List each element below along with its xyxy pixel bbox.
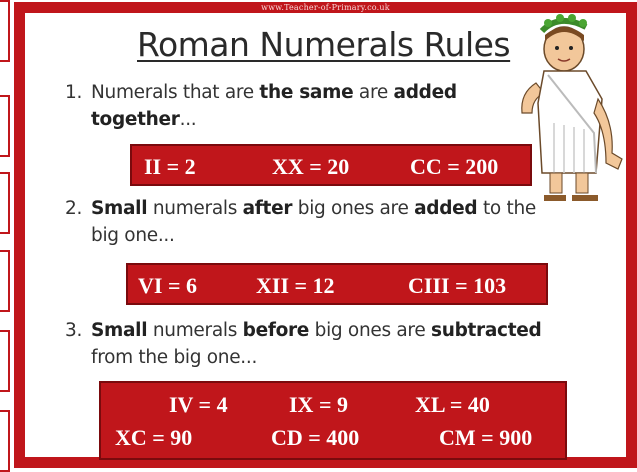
example: XX = 20 — [272, 154, 350, 179]
rule-text: big ones are — [292, 198, 415, 219]
rule-number: 2. — [65, 198, 83, 219]
site-url: www.Teacher-of-Primary.co.uk — [261, 3, 390, 12]
example-box-1: II = 2 XX = 20 CC = 200 — [130, 144, 532, 186]
example: XL = 40 — [415, 392, 490, 417]
example: XII = 12 — [256, 273, 335, 298]
rule-keyword: together — [91, 109, 180, 130]
rule-keyword: added — [414, 198, 478, 219]
slide-thumbnail-strip — [0, 0, 12, 472]
example: CIII = 103 — [408, 273, 507, 298]
rule-number: 1. — [65, 82, 83, 103]
slide-thumbnail[interactable] — [0, 410, 10, 472]
slide-thumbnail[interactable] — [0, 330, 10, 392]
rule-keyword: the same — [259, 82, 354, 103]
rule-text: big ones are — [309, 320, 431, 341]
example: VI = 6 — [138, 273, 197, 298]
example: CM = 900 — [439, 425, 533, 450]
slide: www.Teacher-of-Primary.co.uk Roman Numer… — [14, 2, 637, 468]
rule-keyword: subtracted — [430, 320, 542, 341]
page-title: Roman Numerals Rules — [137, 25, 511, 64]
example: CD = 400 — [271, 425, 360, 450]
slide-thumbnail[interactable] — [0, 250, 10, 312]
example: IV = 4 — [169, 392, 228, 417]
rule-text: big one... — [91, 225, 175, 246]
example-box-3: IV = 4 IX = 9 XL = 40 XC = 90 CD = 400 C… — [99, 381, 567, 460]
rule-3: 3. Small numerals before big ones are sub… — [65, 317, 542, 371]
example-box-2: VI = 6 XII = 12 CIII = 103 — [126, 263, 548, 305]
rule-2: 2. Small numerals after big ones are adde… — [65, 195, 536, 249]
rule-keyword: before — [242, 320, 310, 341]
rule-text: to the — [477, 198, 536, 219]
rule-text: ... — [179, 109, 197, 130]
rule-text: are — [353, 82, 394, 103]
rule-keyword: Small — [91, 198, 148, 219]
rule-text: numerals — [147, 320, 243, 341]
slide-thumbnail[interactable] — [0, 95, 10, 157]
rule-keyword: Small — [91, 320, 148, 341]
slide-thumbnail[interactable] — [0, 0, 10, 62]
rule-text: from the big one... — [91, 347, 258, 368]
example: XC = 90 — [115, 425, 193, 450]
rule-1: 1. Numerals that are the same are added t… — [65, 79, 457, 133]
slide-thumbnail[interactable] — [0, 172, 10, 234]
rule-keyword: after — [242, 198, 293, 219]
example: II = 2 — [144, 154, 196, 179]
roman-figure-illustration — [521, 14, 623, 201]
example: IX = 9 — [289, 392, 348, 417]
rule-keyword: added — [393, 82, 458, 103]
example: CC = 200 — [410, 154, 499, 179]
rule-number: 3. — [65, 320, 83, 341]
rule-text: numerals — [147, 198, 243, 219]
rule-text: Numerals that are — [91, 82, 260, 103]
